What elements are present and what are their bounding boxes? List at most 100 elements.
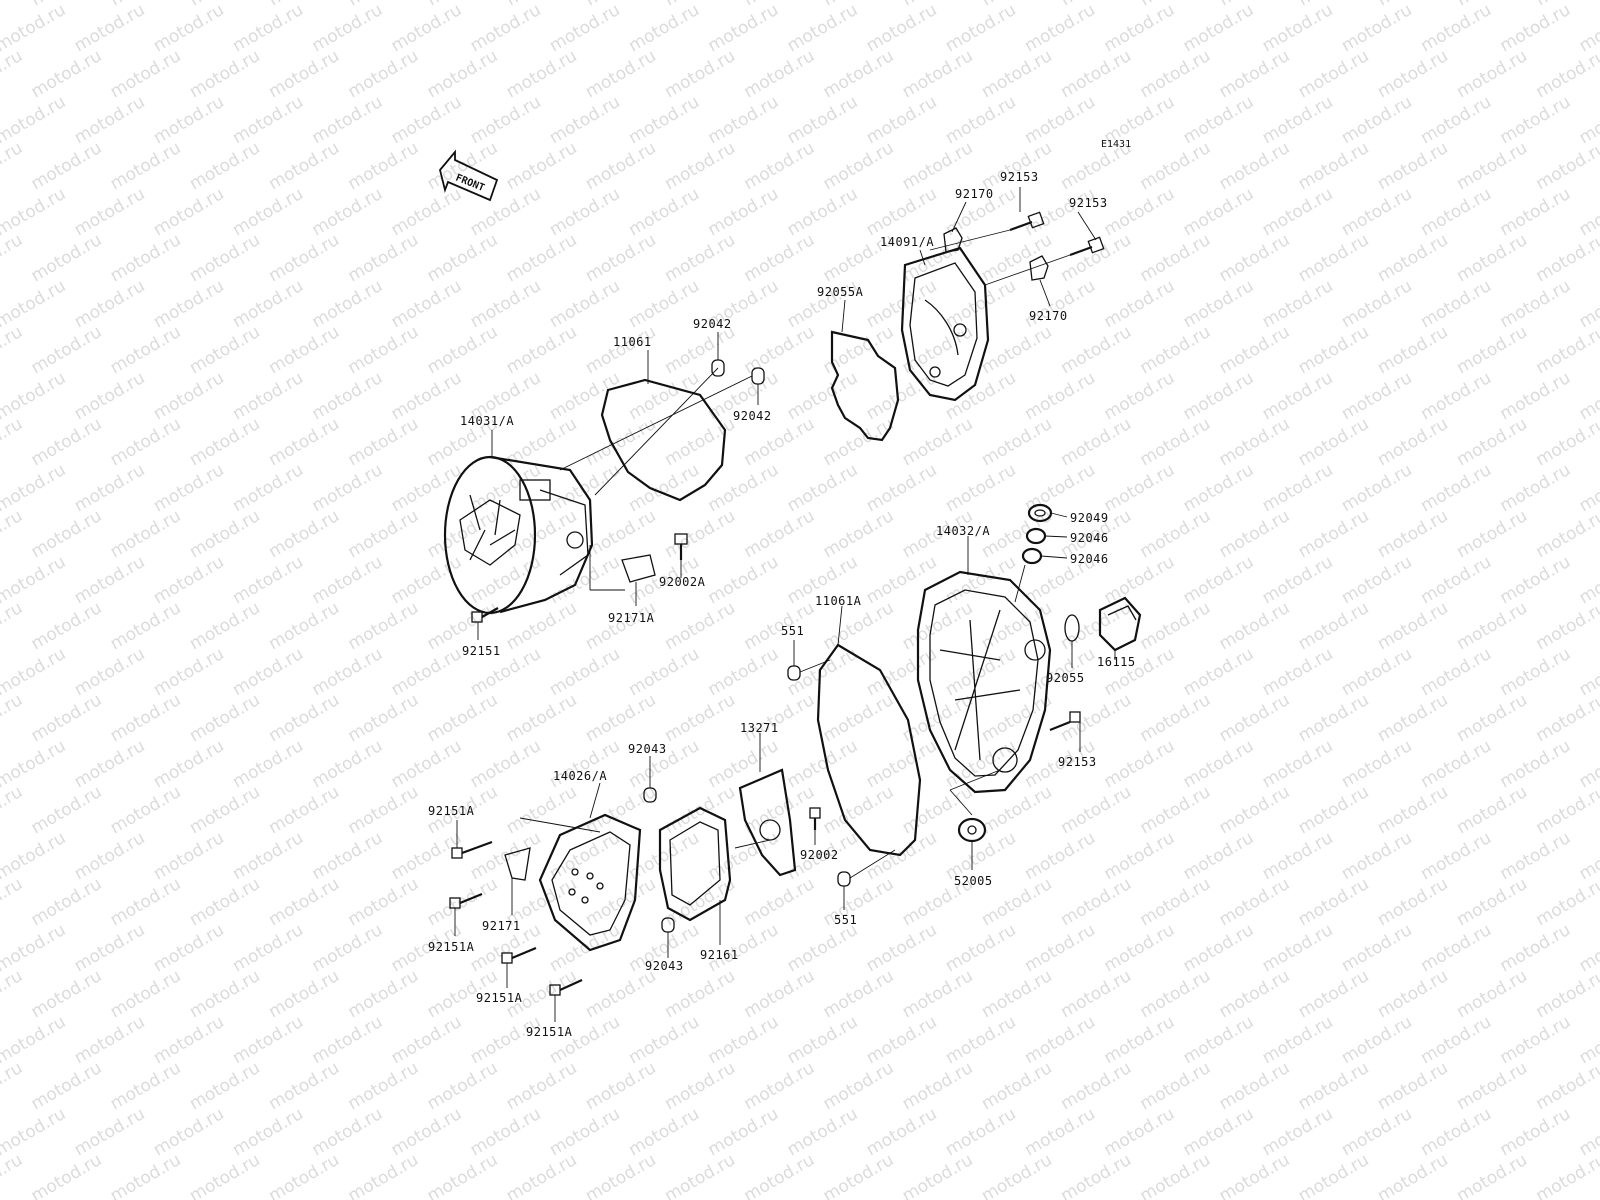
label-92046-b: 92046 (1070, 552, 1109, 566)
watermark-text: motod.ru (28, 874, 106, 930)
watermark-text: motod.ru (899, 1150, 977, 1200)
watermark-text: motod.ru (1216, 966, 1294, 1022)
label-92043-bottom: 92043 (645, 959, 684, 973)
watermark-text: motod.ru (0, 598, 26, 654)
part-92151-bolt (471, 607, 499, 623)
watermark-text: motod.ru (1137, 138, 1215, 194)
watermark-text: motod.ru (345, 230, 423, 286)
watermark-text: motod.ru (1259, 92, 1337, 148)
watermark-text: motod.ru (546, 184, 624, 240)
watermark-text: motod.ru (978, 322, 1056, 378)
watermark-text: motod.ru (546, 920, 624, 976)
watermark-text: motod.ru (1453, 782, 1531, 838)
watermark-text: motod.ru (0, 736, 69, 792)
watermark-text: motod.ru (1374, 46, 1452, 102)
watermark-text: motod.ru (71, 276, 149, 332)
watermark-text: motod.ru (309, 1012, 387, 1068)
watermark-text: motod.ru (1180, 276, 1258, 332)
watermark-text: motod.ru (1216, 0, 1294, 10)
watermark-text: motod.ru (467, 276, 545, 332)
watermark-text: motod.ru (309, 552, 387, 608)
label-52005: 52005 (954, 874, 993, 888)
watermark-text: motod.ru (784, 1012, 862, 1068)
watermark-text: motod.ru (1497, 184, 1575, 240)
watermark-text: motod.ru (28, 782, 106, 838)
watermark-text: motod.ru (1057, 874, 1135, 930)
watermark-text: motod.ru (28, 46, 106, 102)
watermark-text: motod.ru (0, 552, 69, 608)
watermark-text: motod.ru (265, 46, 343, 102)
watermark-text: motod.ru (1338, 644, 1416, 700)
watermark-text: motod.ru (186, 322, 264, 378)
watermark-text: motod.ru (388, 1196, 466, 1200)
watermark-text: motod.ru (625, 460, 703, 516)
watermark-text: motod.ru (229, 184, 307, 240)
watermark-text: motod.ru (0, 322, 26, 378)
watermark-text: motod.ru (1338, 552, 1416, 608)
watermark-text: motod.ru (265, 690, 343, 746)
watermark-text: motod.ru (582, 966, 660, 1022)
watermark-text: motod.ru (107, 414, 185, 470)
watermark-text: motod.ru (0, 46, 26, 102)
watermark-text: motod.ru (229, 1012, 307, 1068)
watermark-text: motod.ru (1417, 920, 1495, 976)
watermark-text: motod.ru (345, 506, 423, 562)
watermark-text: motod.ru (582, 690, 660, 746)
watermark-text: motod.ru (1295, 782, 1373, 838)
watermark-text: motod.ru (705, 552, 783, 608)
watermark-text: motod.ru (150, 92, 228, 148)
watermark-text: motod.ru (705, 184, 783, 240)
label-92170-top: 92170 (955, 187, 994, 201)
watermark-text: motod.ru (150, 828, 228, 884)
watermark-text: motod.ru (388, 1104, 466, 1160)
watermark-text: motod.ru (978, 138, 1056, 194)
watermark-text: motod.ru (1374, 1058, 1452, 1114)
watermark-text: motod.ru (1180, 1012, 1258, 1068)
watermark-text: motod.ru (186, 874, 264, 930)
watermark-text: motod.ru (1101, 1196, 1179, 1200)
watermark-text: motod.ru (1057, 46, 1135, 102)
watermark-text: motod.ru (1295, 690, 1373, 746)
watermark-text: motod.ru (582, 506, 660, 562)
watermark-text: motod.ru (784, 92, 862, 148)
watermark-text: motod.ru (309, 736, 387, 792)
watermark-text: motod.ru (1533, 966, 1600, 1022)
watermark-text: motod.ru (0, 230, 26, 286)
watermark-text: motod.ru (546, 1196, 624, 1200)
watermark-text: motod.ru (820, 506, 898, 562)
watermark-text: motod.ru (150, 1012, 228, 1068)
watermark-text: motod.ru (28, 506, 106, 562)
watermark-text: motod.ru (0, 1150, 26, 1200)
watermark-text: motod.ru (1497, 920, 1575, 976)
watermark-text: motod.ru (309, 644, 387, 700)
watermark-text: motod.ru (661, 0, 739, 10)
watermark-text: motod.ru (186, 46, 264, 102)
watermark-text: motod.ru (863, 184, 941, 240)
watermark-text: motod.ru (503, 230, 581, 286)
watermark-text: motod.ru (582, 598, 660, 654)
watermark-text: motod.ru (661, 138, 739, 194)
watermark-text: motod.ru (71, 92, 149, 148)
watermark-text: motod.ru (942, 920, 1020, 976)
label-92153-right: 92153 (1069, 196, 1108, 210)
watermark-text: motod.ru (784, 1196, 862, 1200)
watermark-text: motod.ru (1259, 460, 1337, 516)
watermark-text: motod.ru (978, 414, 1056, 470)
watermark-text: motod.ru (345, 138, 423, 194)
watermark-text: motod.ru (1338, 184, 1416, 240)
watermark-text: motod.ru (467, 1196, 545, 1200)
watermark-text: motod.ru (820, 1058, 898, 1114)
watermark-text: motod.ru (1216, 230, 1294, 286)
watermark-text: motod.ru (71, 460, 149, 516)
watermark-text: motod.ru (661, 414, 739, 470)
watermark-text: motod.ru (661, 506, 739, 562)
watermark-text: motod.ru (345, 874, 423, 930)
watermark-text: motod.ru (1216, 322, 1294, 378)
watermark-text: motod.ru (309, 1104, 387, 1160)
watermark-text: motod.ru (28, 1150, 106, 1200)
label-92055A: 92055A (817, 285, 864, 299)
watermark-text: motod.ru (1295, 966, 1373, 1022)
label-92151A-3: 92151A (476, 991, 523, 1005)
